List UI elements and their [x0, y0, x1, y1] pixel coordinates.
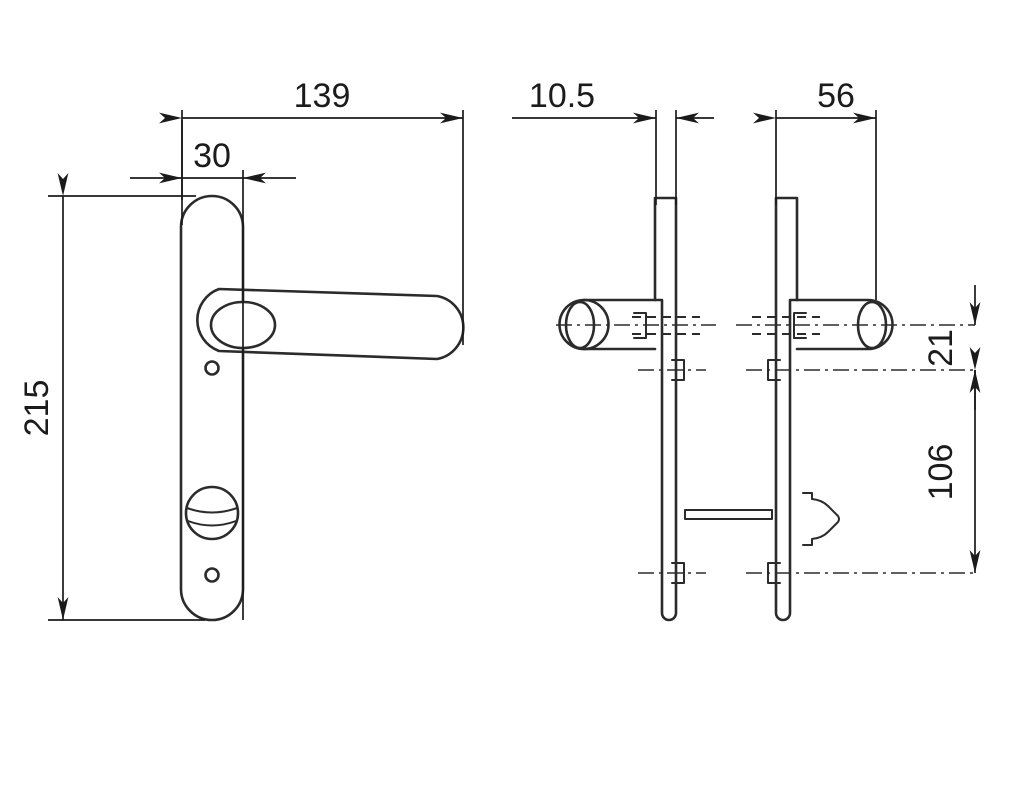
keyhole-slot-upper [186, 507, 238, 514]
dimension-lever-projection: 56 [753, 77, 877, 300]
lever-handle-outline [196, 287, 465, 361]
connecting-bar [684, 509, 773, 520]
dimension-spindle-to-upper-fixing: 21 [922, 285, 981, 410]
side-right-backplate [774, 196, 799, 622]
side-left-backplate [653, 196, 678, 622]
dim-label-139: 139 [294, 77, 351, 115]
dim-label-215: 215 [18, 380, 56, 437]
cylinder-cam-profile [802, 492, 840, 546]
side-left-lower-fixing [671, 562, 685, 584]
keyhole-slot-lower [187, 520, 237, 527]
side-view-right [736, 196, 975, 622]
dimension-overall-height: 215 [18, 173, 205, 621]
dim-label-21: 21 [922, 329, 960, 367]
cylinder-keyhole [184, 485, 240, 541]
dim-label-30: 30 [193, 137, 231, 175]
side-view-left [556, 196, 773, 622]
dim-label-56: 56 [817, 77, 855, 115]
upper-fixing-hole [204, 360, 220, 376]
dimension-spindle-to-cylinder: 106 [922, 347, 981, 573]
dim-label-106: 106 [922, 444, 960, 501]
dim-label-10-5: 10.5 [529, 77, 595, 115]
lower-fixing-hole [204, 567, 220, 583]
dimension-backplate-thickness: 10.5 [512, 77, 714, 205]
dimension-backplate-width: 30 [130, 120, 296, 620]
side-left-upper-fixing [671, 359, 685, 381]
